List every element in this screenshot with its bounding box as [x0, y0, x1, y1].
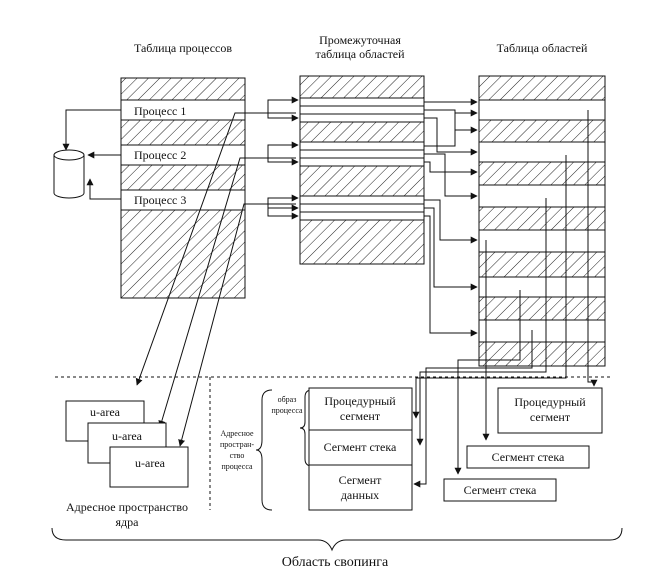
process-label-2: Процесс 2 — [134, 148, 186, 162]
right-stack-segment-label-2: Сегмент стека — [464, 483, 537, 497]
region-table — [478, 75, 606, 367]
svg-text:процесса: процесса — [221, 462, 253, 471]
svg-text:Адресное: Адресное — [220, 429, 254, 438]
right-stack-segment-box-2 — [443, 478, 557, 502]
disk-icon — [53, 149, 85, 199]
process-table-title: Таблица процессов — [134, 41, 232, 55]
uarea-label-2: u-area — [112, 429, 143, 443]
svg-text:простран-: простран- — [220, 440, 254, 449]
process-to-uarea-arrows — [135, 112, 296, 447]
swap-area-label: Область свопинга — [282, 555, 389, 570]
proc-segment-label-line2: сегмент — [340, 409, 381, 423]
intermediate-region-table — [299, 75, 425, 265]
right-proc-segment-label-line1: Процедурный — [514, 395, 586, 409]
address-space-label: Адресное простран- ство процесса — [220, 429, 254, 471]
swap-area-brace — [51, 527, 623, 552]
proc-segment-label-line1: Процедурный — [324, 394, 396, 408]
kernel-space-label-line2: ядра — [116, 515, 140, 529]
uarea-stack: u-area u-area u-area — [65, 400, 189, 488]
kernel-space-label-line1: Адресное пространство — [66, 500, 188, 514]
uarea-label-1: u-area — [90, 405, 121, 419]
image-label: образ процесса — [271, 395, 303, 415]
data-segment-label-line2: данных — [341, 488, 379, 502]
intermediate-to-region-arrows — [424, 98, 478, 337]
svg-text:ство: ство — [230, 451, 245, 460]
uarea-box-3 — [109, 446, 189, 488]
process-label-1: Процесс 1 — [134, 104, 186, 118]
stack-segment-label: Сегмент стека — [324, 440, 397, 454]
process-segments: Процедурный сегмент Сегмент стека Сегмен… — [308, 387, 413, 511]
right-proc-segment-box — [497, 387, 603, 434]
svg-text:процесса: процесса — [271, 406, 303, 415]
right-stack-segment-box-1 — [466, 445, 590, 469]
intermediate-table-title-line1: Промежуточная — [319, 33, 401, 47]
process-table: Процесс 1 Процесс 2 Процесс 3 — [120, 77, 246, 299]
right-proc-segment-label-line2: сегмент — [530, 410, 571, 424]
uarea-label-3: u-area — [135, 456, 166, 470]
process-label-3: Процесс 3 — [134, 193, 186, 207]
right-stack-segment-label-1: Сегмент стека — [492, 450, 565, 464]
address-space-brace — [255, 389, 273, 511]
data-segment-label-line1: Сегмент — [339, 473, 383, 487]
process-to-disk-arrows — [62, 109, 121, 200]
region-table-title: Таблица областей — [497, 41, 588, 55]
process-row-3 — [120, 189, 246, 211]
region-to-segment-arrows — [412, 110, 598, 488]
svg-text:образ: образ — [278, 395, 297, 404]
image-brace — [299, 389, 313, 467]
intermediate-table-title-line2: таблица областей — [315, 47, 405, 61]
